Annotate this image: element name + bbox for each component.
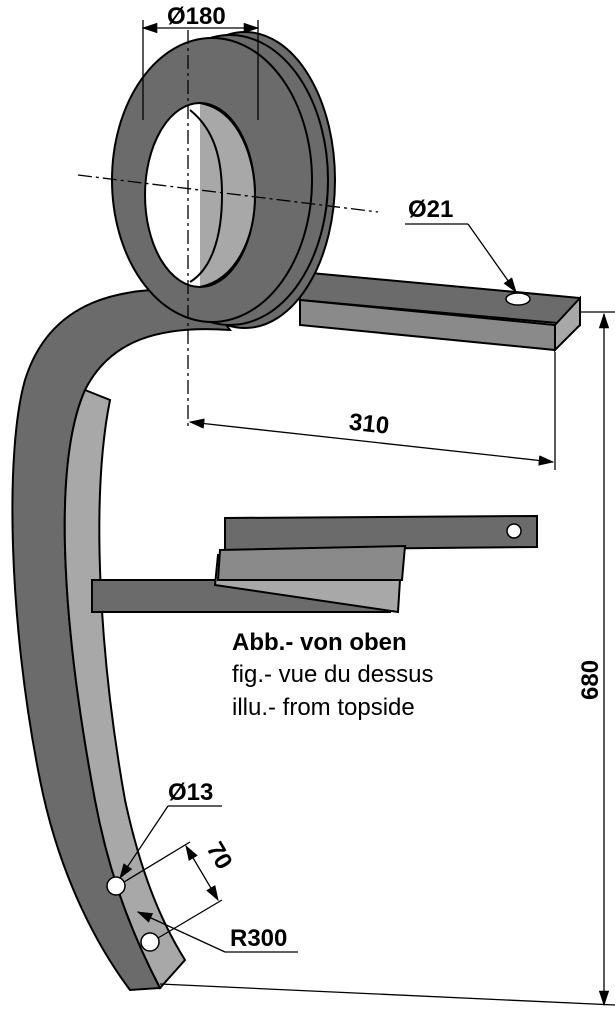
total-height-label: 680 [577,660,604,700]
caption-de: Abb.- von oben [232,629,407,656]
arm-length-label: 310 [348,409,391,440]
dim-tine-hole: Ø13 [119,779,222,880]
coil-diameter-label: Ø180 [167,3,226,30]
center-lines [77,30,379,430]
arm-hole [505,292,531,306]
top-view [91,514,538,614]
dim-arm-length: 310 [188,352,556,470]
tine [11,288,233,992]
tine-hole-2 [140,932,160,952]
dim-coil-diameter: Ø180 [141,3,260,120]
radius-label: R300 [230,925,287,952]
caption: Abb.- von oben fig.- vue du dessus illu.… [232,629,433,721]
dim-radius: R300 [136,911,298,953]
caption-en: illu.- from topside [232,694,415,721]
top-view-hole [506,523,522,539]
hole-spacing-label: 70 [201,838,238,875]
tine-hole-1 [106,876,126,896]
arm-hole-label: Ø21 [408,196,453,223]
coil [111,31,336,329]
dim-total-height: 680 [159,311,615,1007]
caption-fr: fig.- vue du dessus [232,661,433,688]
dim-arm-hole: Ø21 [405,196,517,294]
tine-hole-label: Ø13 [168,779,213,806]
mounting-arm [299,270,581,353]
